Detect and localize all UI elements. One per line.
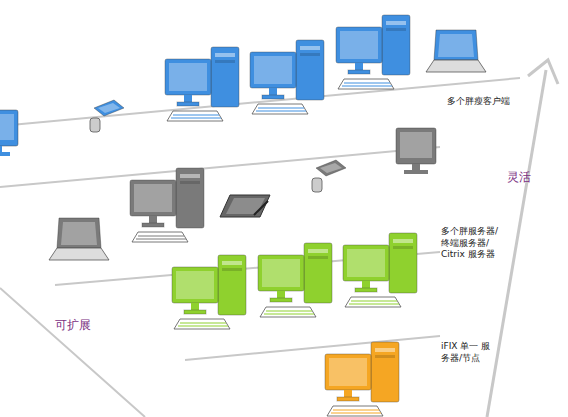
tier-label: 多个胖瘦客户端 <box>447 96 537 108</box>
tier-label: iFIX 单一 服务器/节点 <box>441 341 491 364</box>
axis-label: 灵活 <box>507 170 547 186</box>
axis-label: 可扩展 <box>55 318 115 334</box>
tier-label: 多个胖服务器/ 终端服务器/ Citrix 服务器 <box>441 226 503 261</box>
